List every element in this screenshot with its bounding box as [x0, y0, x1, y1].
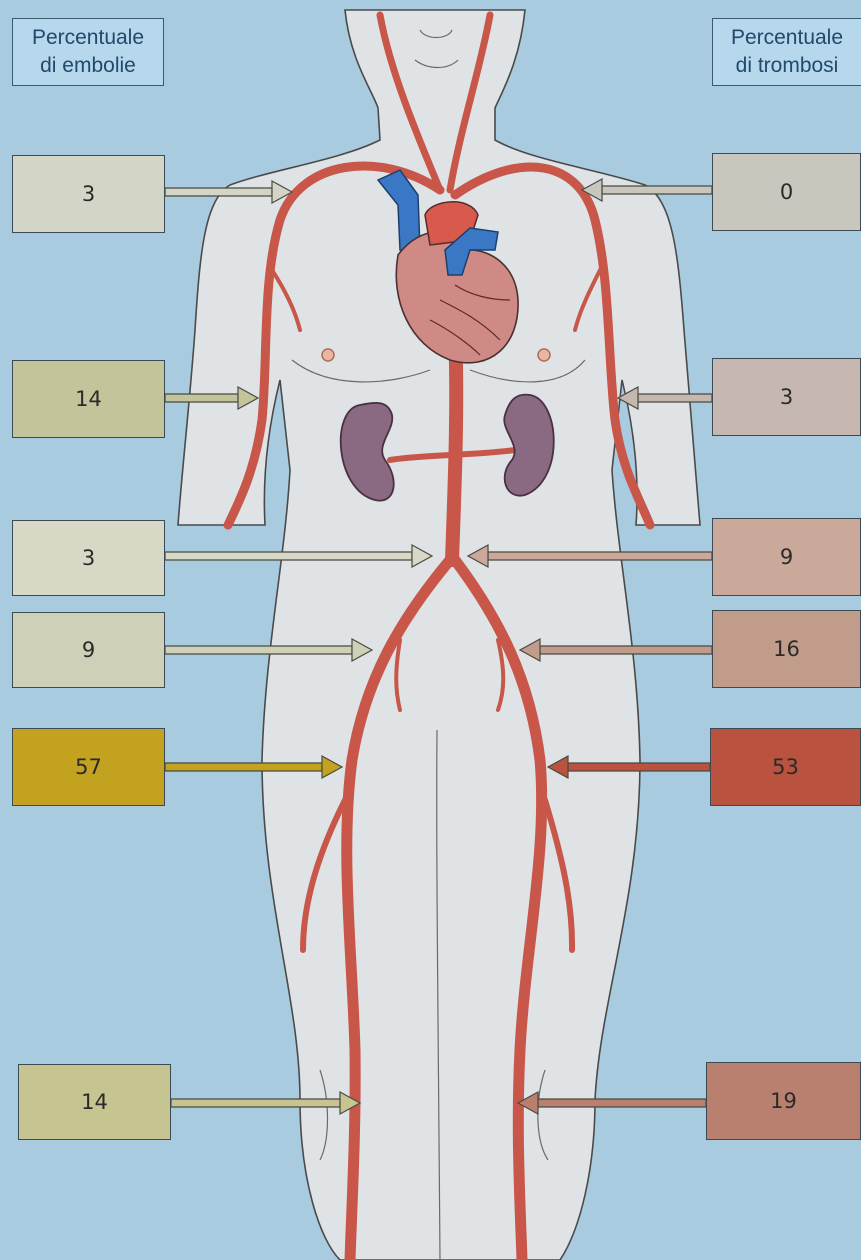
trombosi-value-box: 16 [712, 610, 861, 688]
embolie-value-box: 3 [12, 520, 165, 596]
trombosi-value: 16 [773, 637, 800, 661]
trombosi-value-box: 0 [712, 153, 861, 231]
embolie-value-box: 3 [12, 155, 165, 233]
trombosi-header: Percentuale di trombosi [712, 18, 861, 86]
embolie-value: 3 [82, 546, 95, 570]
embolie-value-box: 9 [12, 612, 165, 688]
embolie-header-line2: di embolie [40, 52, 136, 80]
trombosi-value: 0 [780, 180, 793, 204]
embolie-value: 14 [75, 387, 102, 411]
trombosi-value: 53 [772, 755, 799, 779]
nipple-left-icon [322, 349, 334, 361]
trombosi-value-box: 19 [706, 1062, 861, 1140]
trombosi-value: 19 [770, 1089, 797, 1113]
trombosi-value: 9 [780, 545, 793, 569]
aorta [452, 330, 456, 560]
embolie-value-box: 57 [12, 728, 165, 806]
embolie-value: 3 [82, 182, 95, 206]
embolie-header-line1: Percentuale [32, 24, 144, 52]
trombosi-value-box: 9 [712, 518, 861, 596]
embolie-value: 14 [81, 1090, 108, 1114]
trombosi-value-box: 3 [712, 358, 861, 436]
embolie-header: Percentuale di embolie [12, 18, 164, 86]
trombosi-value-box: 53 [710, 728, 861, 806]
embolie-value: 57 [75, 755, 102, 779]
trombosi-value: 3 [780, 385, 793, 409]
embolie-value-box: 14 [18, 1064, 171, 1140]
trombosi-header-line1: Percentuale [731, 24, 843, 52]
embolie-value: 9 [82, 638, 95, 662]
embolie-value-box: 14 [12, 360, 165, 438]
nipple-right-icon [538, 349, 550, 361]
trombosi-header-line2: di trombosi [736, 52, 839, 80]
